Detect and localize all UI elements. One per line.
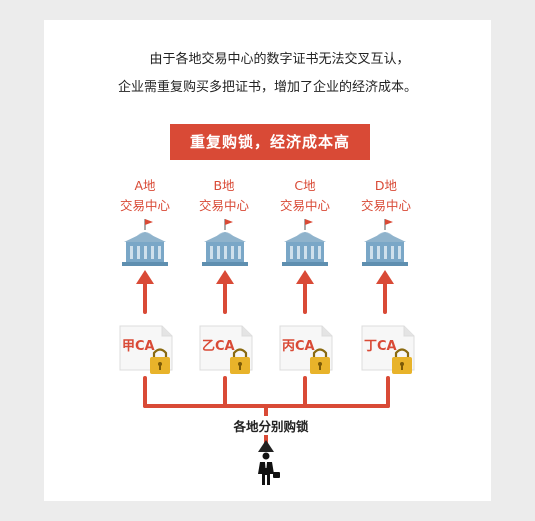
cert-label-ding: 丁CA — [364, 339, 397, 354]
center-name: C地 — [294, 178, 316, 193]
building-icon — [122, 219, 168, 266]
arrow-up-icon — [216, 270, 234, 284]
center-name: D地 — [374, 178, 398, 193]
certificate-icon — [119, 325, 173, 374]
arrow-up-icon — [296, 270, 314, 284]
padlock-icon — [230, 348, 250, 374]
cert-label-bing: 丙CA — [282, 339, 315, 354]
building-icon — [202, 219, 248, 266]
arrow-up-icon — [376, 270, 394, 284]
center-sub: 交易中心 — [119, 198, 170, 213]
cert-label-yi: 乙CA — [202, 339, 235, 354]
building-icon — [362, 219, 408, 266]
businessman-icon — [258, 452, 280, 485]
center-sub: 交易中心 — [198, 198, 249, 213]
center-label-a: A地 交易中心 — [105, 176, 185, 216]
arrow-up-small-icon — [258, 440, 274, 452]
center-sub: 交易中心 — [279, 198, 330, 213]
padlock-icon — [310, 348, 330, 374]
headline-banner: 重复购锁，经济成本高 — [170, 124, 370, 160]
certificate-icon — [199, 325, 253, 374]
center-sub: 交易中心 — [360, 198, 411, 213]
arrow-up-icon — [136, 270, 154, 284]
intro-line-1: 由于各地交易中心的数字证书无法交叉互认， — [149, 52, 410, 67]
building-icon — [282, 219, 328, 266]
padlock-icon — [392, 348, 412, 374]
bottom-label: 各地分别购锁 — [221, 416, 321, 435]
center-label-c: C地 交易中心 — [265, 176, 345, 216]
center-name: A地 — [134, 178, 156, 193]
certificate-icon — [361, 325, 415, 374]
center-label-b: B地 交易中心 — [184, 176, 264, 216]
center-name: B地 — [213, 178, 235, 193]
padlock-icon — [150, 348, 170, 374]
cert-label-jia: 甲CA — [122, 339, 155, 354]
certificate-icon — [279, 325, 333, 374]
center-label-d: D地 交易中心 — [346, 176, 426, 216]
intro-line-2: 企业需重复购买多把证书，增加了企业的经济成本。 — [117, 80, 417, 95]
